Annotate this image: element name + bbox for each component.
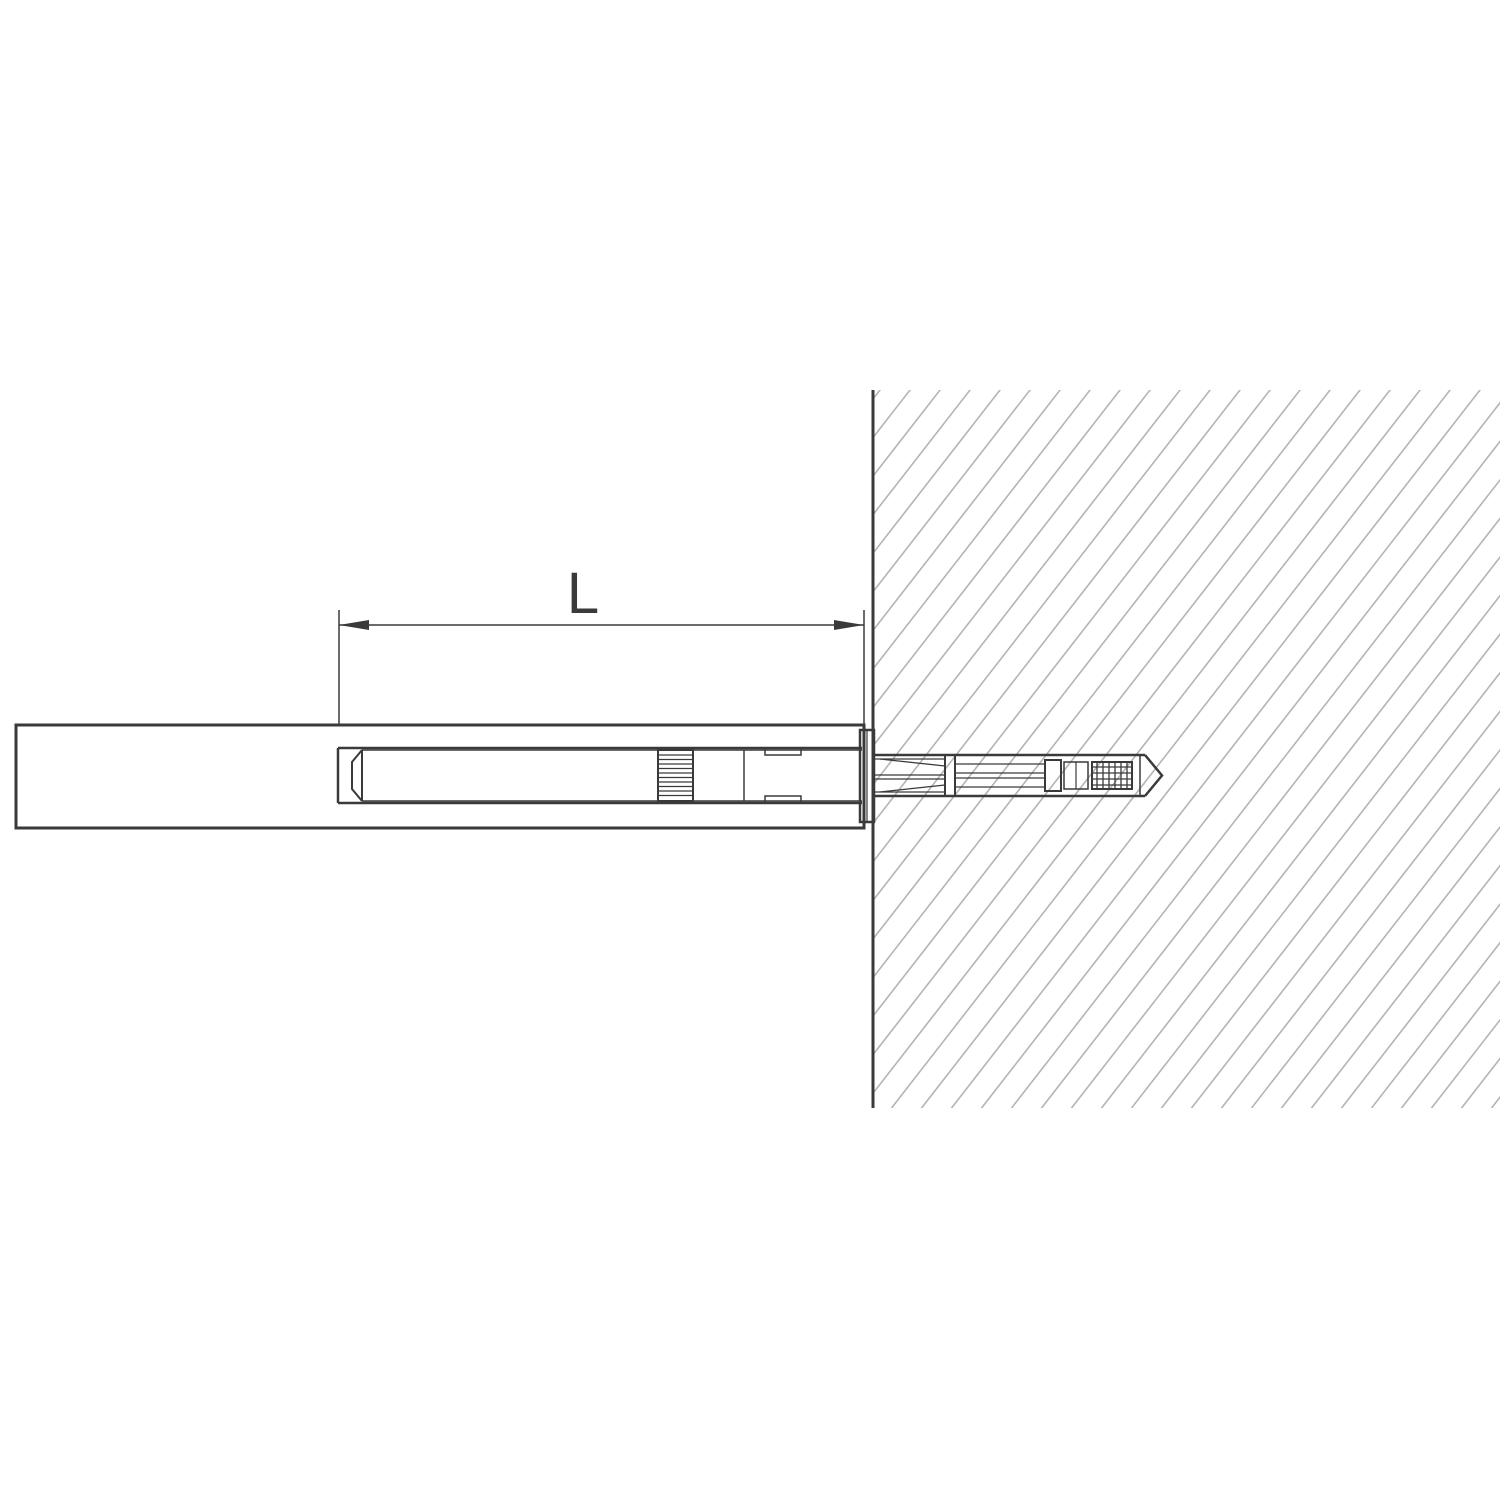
hatch-line [1190, 710, 1500, 1108]
hatch-line [874, 390, 1302, 940]
hatch-line [874, 390, 1182, 785]
hatch-line [874, 390, 1212, 824]
hatch-line [920, 390, 1482, 1108]
hatch-line [874, 390, 1242, 862]
hatch-line [1250, 787, 1500, 1108]
anchor-shaft [874, 753, 1164, 798]
hatch-line [874, 390, 1062, 631]
hatch-line [1160, 671, 1500, 1108]
hatch-line [1430, 1018, 1500, 1108]
arrowhead-left [339, 620, 369, 630]
hatch-line [1220, 748, 1500, 1108]
hatch-line [874, 390, 1332, 978]
wall [871, 300, 1500, 1200]
hatch-line [874, 390, 1092, 670]
hatch-line [874, 390, 1422, 1094]
hatch-line [980, 440, 1500, 1108]
anchor-collar [858, 728, 876, 824]
hatch-line [874, 390, 1032, 592]
hatch-line [1280, 825, 1500, 1108]
hatch-line [874, 390, 1392, 1055]
hatch-line [1040, 517, 1500, 1108]
arrowhead-right [834, 620, 864, 630]
dimension-L [338, 610, 865, 724]
hatch-line [890, 390, 1452, 1108]
hatch-line [1310, 864, 1500, 1108]
knurled-ring [657, 749, 694, 802]
hatch-line [1100, 594, 1500, 1108]
hatch-line [1400, 980, 1500, 1108]
hatch-line [1070, 555, 1500, 1108]
hatch-line [1480, 300, 1500, 1200]
hatch-line [1340, 902, 1500, 1108]
hatch-line [874, 390, 1122, 708]
hatch-line [1130, 632, 1500, 1108]
hatch-line [874, 390, 1272, 901]
hatch-line [874, 390, 942, 477]
wall-hatch [874, 300, 1500, 1200]
hatch-line [874, 390, 1152, 747]
hatch-line [874, 390, 972, 515]
fixture-plate [14, 723, 866, 830]
hatch-line [1010, 478, 1500, 1108]
anchor-sleeve [336, 746, 862, 805]
hatch-line [874, 390, 1002, 554]
hatch-line [950, 401, 1500, 1108]
hatch-line [1490, 1095, 1500, 1108]
anchor-expansion-coil [1091, 761, 1133, 790]
hatch-line [1370, 941, 1500, 1108]
dimension-label: L [567, 561, 599, 626]
hatch-line [874, 390, 1362, 1017]
